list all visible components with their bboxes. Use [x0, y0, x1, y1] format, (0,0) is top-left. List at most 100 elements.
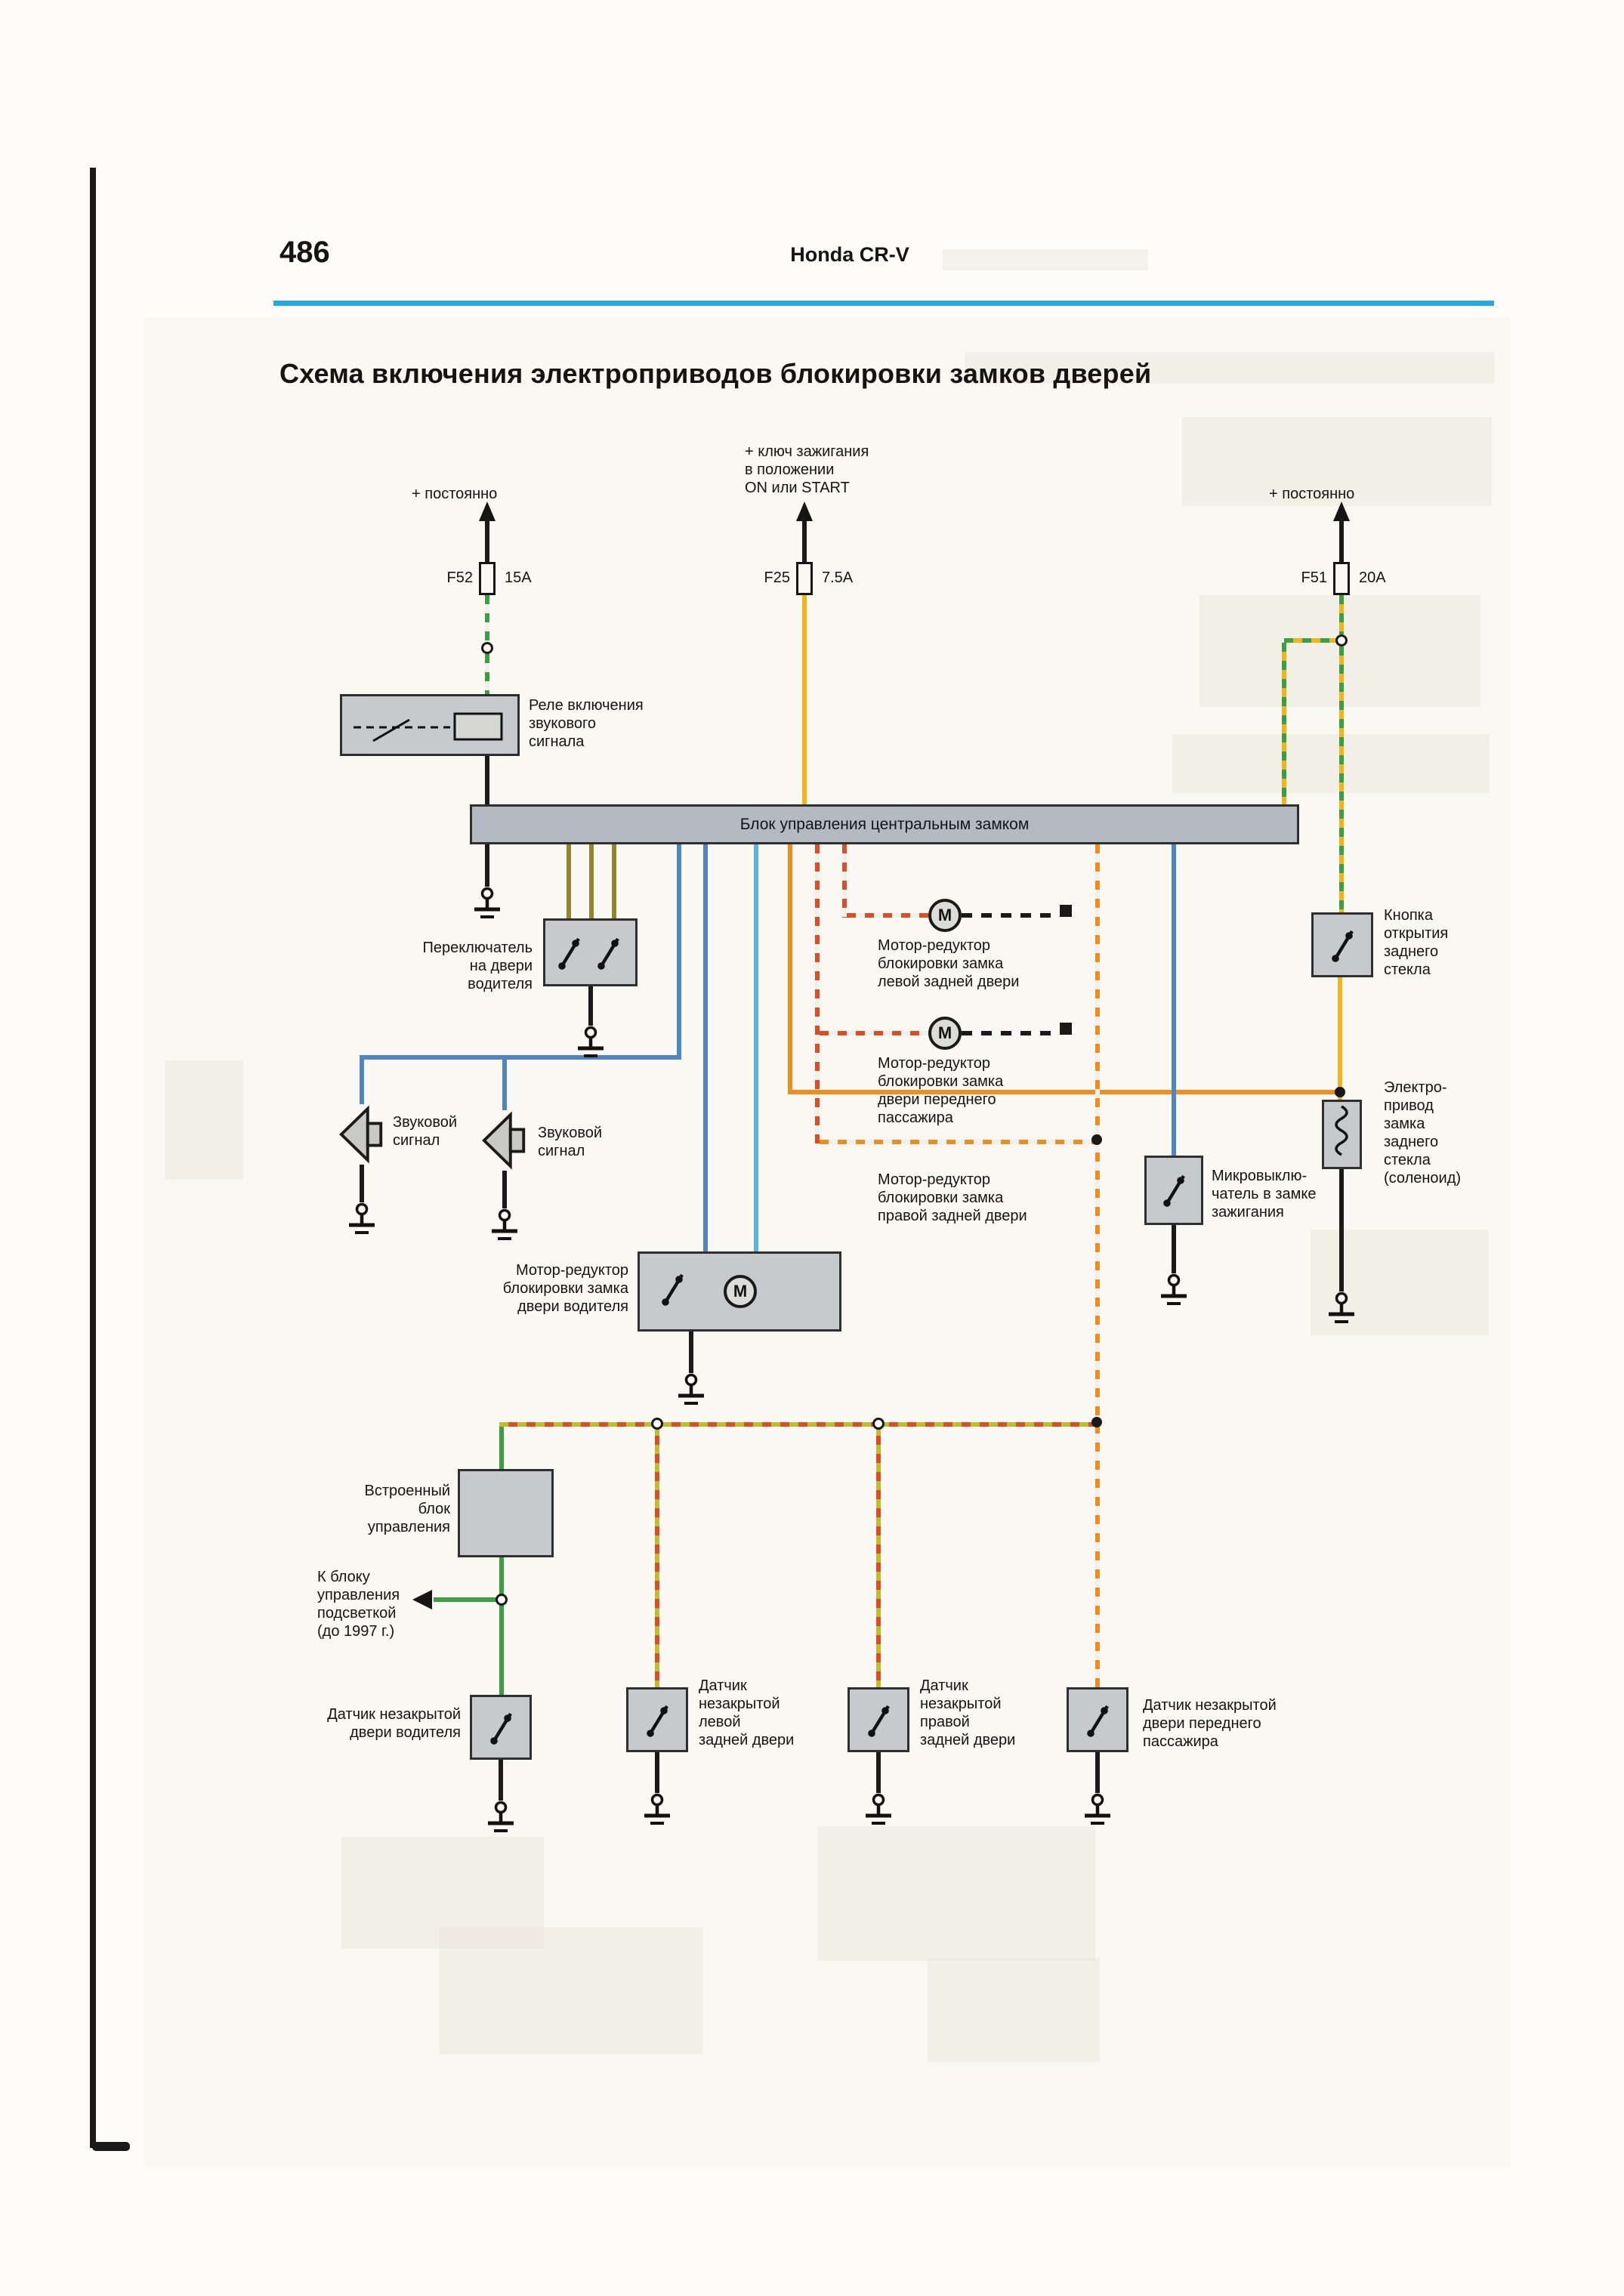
feed-right-arrow-icon [1333, 501, 1350, 521]
feed-left-label: + постоянно [412, 486, 498, 502]
motor-driver-symbol: M [724, 1275, 757, 1308]
wire-microswitch-ground [1172, 1225, 1176, 1273]
ghost-artifact [165, 1060, 243, 1180]
page-edge-line [90, 168, 96, 2148]
wire-orange-white [1095, 844, 1100, 1687]
relay-symbol [354, 712, 503, 742]
ground-icon [474, 887, 500, 918]
wire-orange-white [820, 1140, 1098, 1144]
junction-circle [651, 1418, 663, 1430]
driver-door-switch-box [543, 918, 638, 986]
ground-icon [866, 1793, 891, 1825]
wire-green-yellow [1339, 595, 1344, 634]
wire-sensor4-ground [1095, 1752, 1100, 1793]
central-lock-control-unit-label: Блок управления центральным замком [739, 815, 1030, 833]
solenoid-coil-icon [1335, 1105, 1348, 1156]
wire-red-white [847, 913, 929, 918]
driver-door-motor-box: M [638, 1251, 841, 1332]
switch-contact-icon [490, 1712, 512, 1745]
switch-contact-icon [1163, 1174, 1185, 1207]
fuse-f51 [1333, 562, 1350, 595]
sensor-right-rear-label: Датчик незакрытой правой задней двери [920, 1677, 1016, 1748]
wire-sensor2-ground [655, 1752, 659, 1793]
ground-icon [1329, 1292, 1354, 1323]
page-header-brand: Honda CR-V [790, 243, 909, 266]
ghost-artifact [943, 249, 1148, 270]
wire-solenoid-ground [1339, 1169, 1344, 1292]
wire-door-switch [612, 844, 616, 918]
wire-integrated-green [499, 1557, 504, 1695]
feed-right-label: + постоянно [1269, 486, 1355, 502]
connector-end [1060, 1023, 1072, 1035]
central-lock-control-unit: Блок управления центральным замком [470, 804, 1299, 844]
wire-button-yellow [1338, 977, 1342, 1103]
horn-left-label: Звуковой сигнал [393, 1114, 458, 1149]
ground-icon [1085, 1793, 1110, 1825]
horn-relay-box [340, 694, 520, 756]
wire-illumination-green [434, 1597, 499, 1602]
wire-green-yellow [1284, 638, 1339, 643]
scan-smudge [92, 2142, 130, 2151]
switch-contact-icon [662, 1273, 684, 1306]
header-rule [273, 301, 1494, 306]
illumination-note-label: К блоку управления подсветкой (до 1997 г… [317, 1569, 400, 1640]
fuse-f25-rating: 7.5A [822, 569, 854, 586]
ground-icon [578, 1026, 604, 1057]
junction-dot [1091, 1417, 1102, 1427]
switch-contact-icon [868, 1705, 890, 1737]
fuse-f51-label: F51 [1301, 569, 1327, 586]
motor-front-passenger-symbol: M [928, 1017, 962, 1050]
feed-ignition-label: + ключ зажигания в положении ON или STAR… [745, 443, 869, 496]
switch-contact-icon [597, 937, 619, 970]
wire-horn1-ground [360, 1165, 364, 1202]
ghost-artifact [965, 352, 1494, 384]
wire-green-yellow [1339, 647, 1344, 912]
ignition-microswitch-box [1144, 1156, 1203, 1225]
wire-integrated-green [499, 1427, 504, 1469]
junction-circle [481, 642, 493, 654]
ground-icon [488, 1801, 514, 1832]
switch-contact-icon [558, 937, 580, 970]
wire-orange [788, 844, 792, 1094]
wire-sensor3-ground [876, 1752, 881, 1793]
ground-icon [349, 1202, 375, 1234]
illumination-arrow-icon [412, 1590, 432, 1609]
ground-icon [644, 1793, 670, 1825]
ghost-artifact [1182, 417, 1492, 506]
fuse-f25-label: F25 [764, 569, 790, 586]
motor-right-rear-label: Мотор-редуктор блокировки замка правой з… [878, 1171, 1027, 1224]
motor-front-passenger-label: Мотор-редуктор блокировки замка двери пе… [878, 1055, 1004, 1126]
wire-feed-right-stem [1339, 518, 1344, 562]
wire-driver-motor-ground [689, 1332, 693, 1373]
wire-unit-ground [485, 844, 489, 887]
junction-circle [496, 1594, 508, 1606]
motor-letter: M [733, 1282, 748, 1301]
junction-circle [1335, 634, 1348, 647]
ground-icon [678, 1373, 704, 1405]
ghost-artifact [817, 1826, 1095, 1961]
switch-contact-icon [647, 1705, 668, 1737]
rear-window-solenoid-label: Электро- привод замка заднего стекла (со… [1384, 1079, 1462, 1187]
wire-green-yellow [1282, 643, 1286, 804]
motor-left-rear-label: Мотор-редуктор блокировки замка левой за… [878, 937, 1020, 990]
switch-contact-icon [1332, 930, 1354, 962]
wire-switch-ground [588, 986, 593, 1026]
ignition-microswitch-label: Микровыклю- чатель в замке зажигания [1212, 1168, 1317, 1221]
fuse-f51-rating: 20A [1359, 569, 1386, 586]
ground-icon [492, 1208, 517, 1240]
ghost-artifact [440, 1927, 702, 2054]
rear-window-button-box [1311, 912, 1373, 977]
horn-symbol-right [482, 1111, 526, 1170]
wire-driver-motor-blue [703, 844, 708, 1251]
feed-left-arrow-icon [479, 501, 496, 521]
motor-letter: M [937, 1023, 952, 1042]
switch-contact-icon [1087, 1705, 1109, 1737]
wire-horn2-ground [502, 1171, 507, 1208]
wire-black-dashed [962, 1031, 1060, 1035]
sensor-front-passenger-label: Датчик незакрытой двери переднего пассаж… [1143, 1697, 1277, 1750]
wire-relay-to-unit [485, 756, 489, 804]
page-number: 486 [279, 236, 330, 269]
motor-left-rear-symbol: M [928, 899, 962, 932]
sensor-driver-label: Датчик незакрытой двери водителя [327, 1706, 461, 1741]
